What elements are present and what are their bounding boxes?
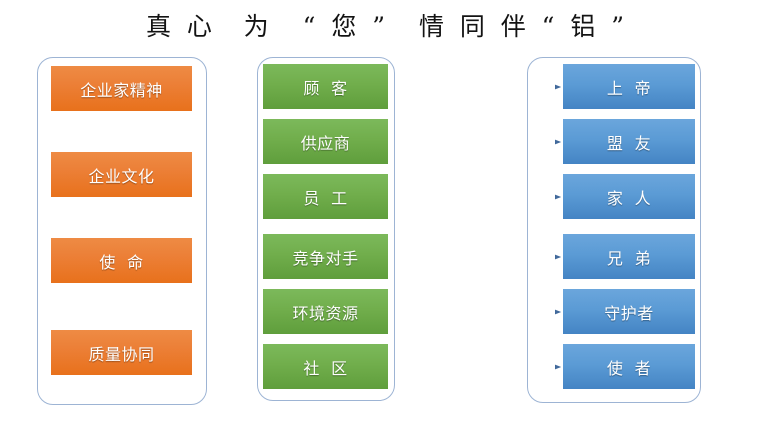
stakeholder-chip-4[interactable]: 竞争对手	[263, 234, 388, 279]
role-chip-2[interactable]: 盟 友	[563, 119, 695, 164]
value-chip-2[interactable]: 企业文化	[51, 152, 192, 197]
role-chip-6[interactable]: 使 者	[563, 344, 695, 389]
value-chip-1[interactable]: 企业家精神	[51, 66, 192, 111]
role-chip-4[interactable]: 兄 弟	[563, 234, 695, 279]
stakeholder-chip-2[interactable]: 供应商	[263, 119, 388, 164]
stakeholder-chip-6[interactable]: 社 区	[263, 344, 388, 389]
stakeholder-chip-1[interactable]: 顾 客	[263, 64, 388, 109]
page-title: 真 心 为 “ 您 ” 情 同 伴 “ 铝 ”	[0, 4, 770, 48]
page-title-right: 情 同 伴 “ 铝 ”	[419, 11, 625, 41]
role-chip-3[interactable]: 家 人	[563, 174, 695, 219]
values-group-container	[37, 57, 207, 405]
value-chip-3[interactable]: 使 命	[51, 238, 192, 283]
page-title-middle: “ 您 ”	[302, 11, 385, 41]
page-title-left: 真 心 为	[145, 11, 269, 41]
role-chip-1[interactable]: 上 帝	[563, 64, 695, 109]
value-chip-4[interactable]: 质量协同	[51, 330, 192, 375]
role-chip-5[interactable]: 守护者	[563, 289, 695, 334]
roles-group-container	[527, 57, 701, 403]
stakeholder-chip-5[interactable]: 环境资源	[263, 289, 388, 334]
stakeholder-chip-3[interactable]: 员 工	[263, 174, 388, 219]
stakeholders-group-container	[257, 57, 395, 401]
